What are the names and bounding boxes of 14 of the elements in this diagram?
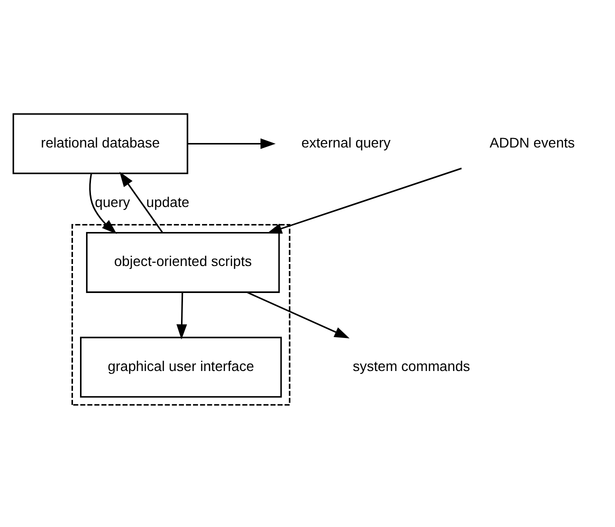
- node-box: object-oriented scripts: [86, 232, 280, 293]
- node-text: ADDN events: [489, 134, 574, 150]
- edge-label: query: [94, 194, 130, 210]
- edge-label: update: [146, 194, 189, 210]
- arrow: [266, 168, 462, 234]
- node-text: external query: [300, 134, 390, 150]
- arrow: [246, 292, 350, 338]
- arrow: [118, 172, 163, 233]
- node-text: system commands: [352, 358, 470, 374]
- arrow: [88, 173, 116, 234]
- node-box: graphical user interface: [80, 336, 282, 398]
- arrow: [176, 292, 187, 340]
- node-box: relational database: [12, 113, 188, 174]
- arrow: [187, 138, 276, 149]
